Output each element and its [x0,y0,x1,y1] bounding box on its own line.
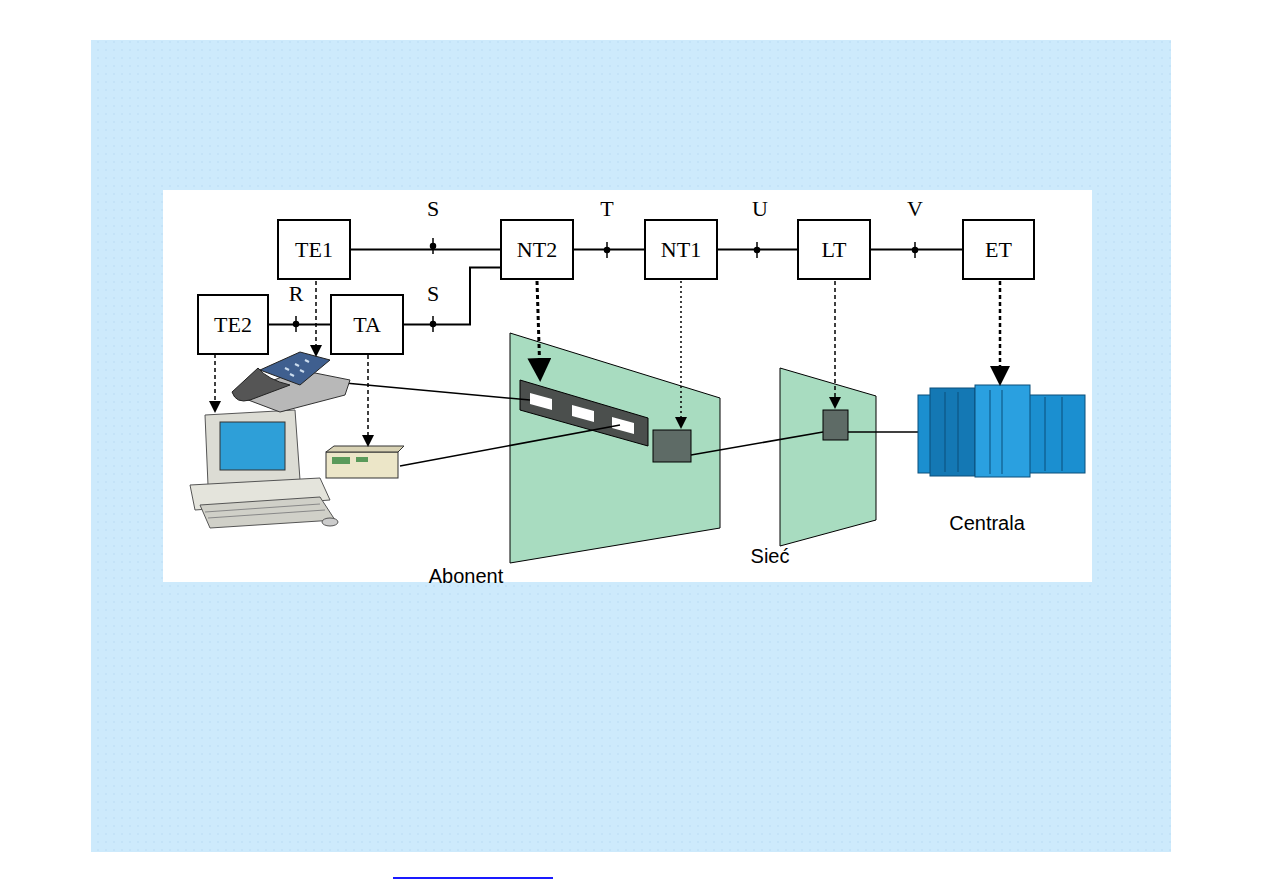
box-label: TE2 [214,312,252,338]
function-box: TE2 [197,294,269,355]
link-underline [393,877,553,879]
box-label: TE1 [295,237,333,263]
reference-point-label: V [907,198,923,220]
subscriber-panel [510,333,720,563]
function-box: TA [330,294,404,355]
nt2-strip [520,380,648,446]
reference-point-label: S [427,198,439,220]
reference-point-label: S [427,283,439,305]
connection-line [404,268,500,325]
box-label: ET [985,237,1012,263]
reference-point-label: U [752,198,768,220]
network-panel [780,368,876,546]
function-box: ET [962,219,1035,280]
telephone [232,352,350,412]
diagram-area [163,190,1092,582]
socket [572,405,594,422]
socket [530,393,552,410]
computer [190,410,338,528]
function-box: TE1 [277,219,351,280]
connection-line [871,249,962,250]
function-box: LT [797,219,871,280]
lt-device [823,410,848,440]
area-label: Abonent [429,566,504,586]
connection-line [269,324,330,325]
function-box: NT2 [500,219,574,280]
connection-line [351,249,500,250]
area-label: Centrala [949,513,1025,533]
terminal-adapter-device [326,446,404,478]
background-panel [91,40,1171,852]
exchange-cabinet [918,385,1085,477]
reference-point-label: T [600,198,613,220]
box-label: TA [353,312,381,338]
reference-point-label: R [289,283,304,305]
box-label: NT2 [517,237,557,263]
box-label: LT [822,237,847,263]
nt1-device [653,430,691,462]
function-box: NT1 [644,219,718,280]
box-label: NT1 [661,237,701,263]
area-label: Sieć [751,546,790,566]
connection-line [574,249,644,250]
connection-line [718,249,797,250]
